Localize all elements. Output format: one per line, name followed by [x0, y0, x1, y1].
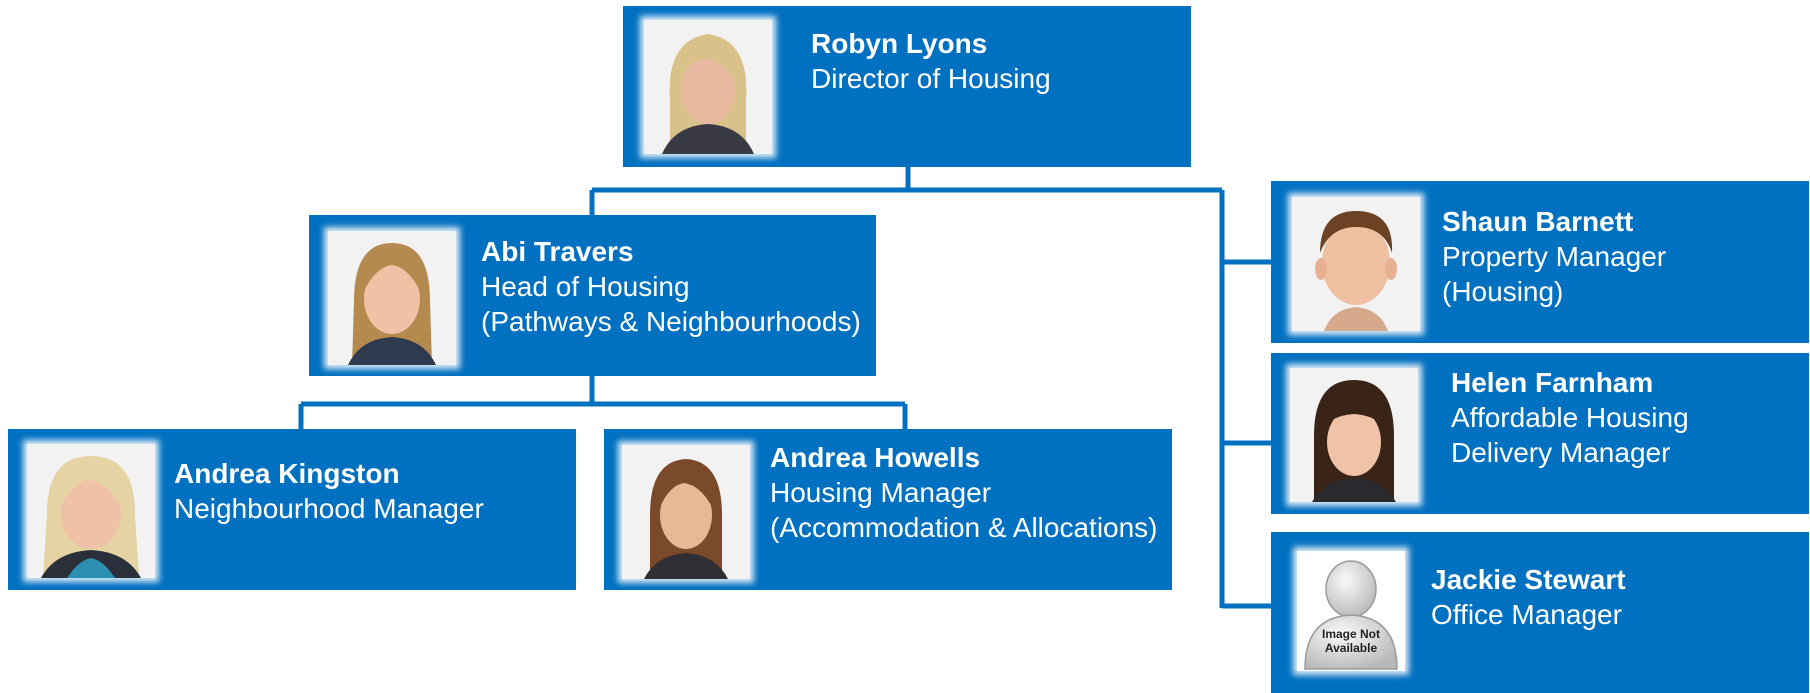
- person-role: Office Manager: [1431, 599, 1622, 630]
- person-role: Affordable Housing: [1451, 402, 1689, 433]
- card-text: Abi Travers Head of Housing (Pathways & …: [481, 234, 861, 339]
- person-role: Delivery Manager: [1451, 437, 1671, 468]
- portrait-blonde-woman-icon: [27, 444, 155, 578]
- portrait-dark-haired-woman-icon: [1290, 368, 1418, 502]
- card-text: Andrea Kingston Neighbourhood Manager: [174, 456, 484, 526]
- image-not-available-icon: Image Not Available: [1297, 551, 1405, 671]
- person-name: Shaun Barnett: [1442, 206, 1634, 237]
- person-role: (Pathways & Neighbourhoods): [481, 306, 861, 337]
- card-text: Andrea Howells Housing Manager (Accommod…: [770, 440, 1158, 545]
- person-name: Robyn Lyons: [811, 28, 988, 59]
- person-role: Property Manager: [1442, 241, 1667, 272]
- portrait-woman-icon: [622, 445, 750, 579]
- portrait-woman-icon: [328, 231, 456, 365]
- card-text: Jackie Stewart Office Manager: [1431, 562, 1626, 632]
- portrait-man-icon: [1292, 197, 1420, 331]
- portrait-blonde-woman-icon: [644, 20, 772, 154]
- person-name: Andrea Kingston: [174, 458, 400, 489]
- person-role: (Accommodation & Allocations): [770, 512, 1158, 543]
- card-text: Robyn Lyons Director of Housing: [811, 26, 1051, 96]
- person-name: Jackie Stewart: [1431, 564, 1626, 595]
- card-text: Helen Farnham Affordable Housing Deliver…: [1451, 365, 1689, 470]
- org-card-helen-farnham: Helen Farnham Affordable Housing Deliver…: [1271, 353, 1809, 514]
- person-role: Director of Housing: [811, 63, 1051, 94]
- person-role: Neighbourhood Manager: [174, 493, 484, 524]
- org-card-andrea-howells: Andrea Howells Housing Manager (Accommod…: [604, 429, 1172, 590]
- org-card-abi-travers: Abi Travers Head of Housing (Pathways & …: [309, 215, 876, 376]
- person-role: Housing Manager: [770, 477, 992, 508]
- org-card-robyn-lyons: Robyn Lyons Director of Housing: [623, 6, 1191, 167]
- person-name: Helen Farnham: [1451, 367, 1654, 398]
- org-card-andrea-kingston: Andrea Kingston Neighbourhood Manager: [8, 429, 576, 590]
- org-card-shaun-barnett: Shaun Barnett Property Manager (Housing): [1271, 181, 1809, 343]
- person-role: Head of Housing: [481, 271, 690, 302]
- image-not-available-label: Image Not Available: [1321, 627, 1380, 655]
- card-text: Shaun Barnett Property Manager (Housing): [1442, 204, 1666, 309]
- person-name: Andrea Howells: [770, 442, 981, 473]
- person-name: Abi Travers: [481, 236, 634, 267]
- person-role: (Housing): [1442, 276, 1564, 307]
- org-card-jackie-stewart: Image Not Available Jackie Stewart Offic…: [1271, 532, 1809, 693]
